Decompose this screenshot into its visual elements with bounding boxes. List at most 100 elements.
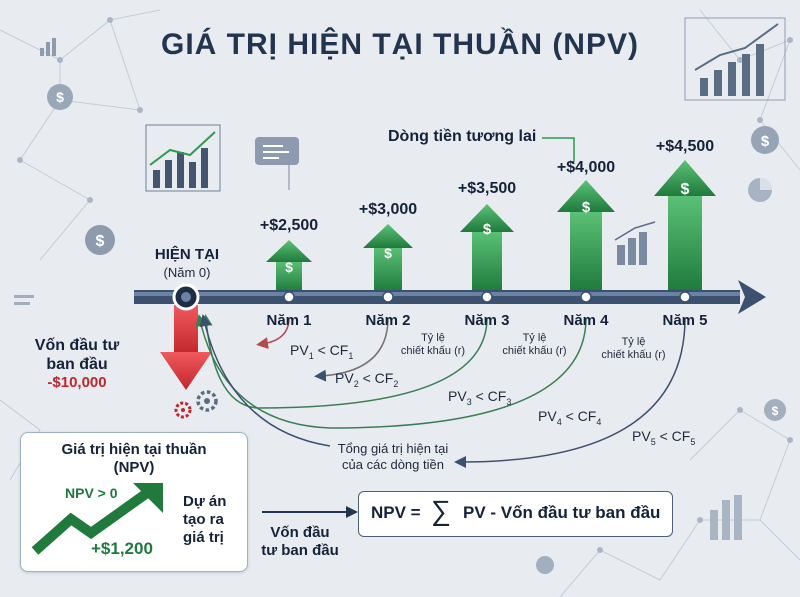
project-value-label: Dự án tạo ra giá trị	[183, 493, 226, 547]
present-label: HIỆN TẠI	[154, 246, 220, 263]
cf-subscript: 3	[506, 396, 512, 407]
formula-lhs: NPV =	[371, 503, 421, 522]
discount-rate-label-4: Tỷ lệ chiết khấu (r)	[586, 336, 681, 362]
year-label-2: Năm 2	[365, 312, 411, 329]
cashflow-arrow-year-1: $	[266, 240, 312, 292]
mini-bars-icon	[40, 38, 56, 56]
svg-text:$: $	[772, 404, 779, 418]
formula-arrow	[262, 506, 358, 518]
project-line-2: tạo ra	[183, 511, 224, 528]
discount-curve-1	[256, 317, 290, 350]
pv-text: PV	[538, 408, 557, 424]
less-than: <	[362, 370, 371, 386]
year-label-5: Năm 5	[662, 312, 708, 329]
discount-rate-text: Tỷ lệ	[522, 332, 547, 344]
present-node	[172, 283, 200, 311]
bottom-investment-label: Vốn đầu tư ban đầu	[252, 524, 348, 560]
bar-chart-icon	[145, 124, 221, 192]
year-label-4: Năm 4	[563, 312, 609, 329]
cf-text: CF	[329, 342, 349, 358]
discount-curve-5	[454, 317, 686, 468]
bottom-investment-line-1: Vốn đầu	[270, 524, 330, 541]
cash-amount-year-2: +$3,000	[358, 201, 418, 218]
svg-text:$: $	[761, 133, 770, 150]
cf-subscript: 1	[348, 350, 354, 361]
pv-cf-label-1: PV1 < CF1	[290, 342, 353, 361]
pv-cf-label-2: PV2 < CF2	[335, 370, 398, 389]
pie-chart-icon	[748, 178, 772, 202]
pv-text: PV	[632, 428, 651, 444]
investment-amount: -$10,000	[47, 374, 107, 391]
npv-result-card: Giá trị hiện tại thuần (NPV) NPV > 0 +$1…	[20, 432, 248, 572]
discount-rate-text: chiết khấu (r)	[601, 349, 666, 361]
less-than: <	[565, 408, 574, 424]
less-than: <	[317, 342, 326, 358]
document-icon	[255, 137, 299, 190]
npv-formula: NPV = ∑ PV - Vốn đầu tư ban đầu	[358, 491, 673, 537]
cf-text: CF	[577, 408, 597, 424]
cf-subscript: 5	[690, 436, 696, 447]
npv-value: +$1,200	[91, 539, 153, 558]
formula-rhs: PV - Vốn đầu tư ban đầu	[463, 503, 661, 522]
cashflow-arrow-year-3: $	[460, 204, 514, 292]
cf-text: CF	[487, 388, 507, 404]
bottom-investment-line-2: tư ban đầu	[261, 542, 339, 559]
npv-card-title: Giá trị hiện tại thuần	[61, 441, 207, 458]
project-line-3: giá trị	[183, 529, 224, 546]
pv-text: PV	[290, 342, 309, 358]
pv-text: PV	[448, 388, 467, 404]
svg-text:$: $	[384, 245, 392, 261]
page-title: GIÁ TRỊ HIỆN TẠI THUẦN (NPV)	[161, 28, 639, 61]
small-chart-icon	[614, 221, 656, 265]
svg-text:$: $	[285, 259, 293, 275]
investment-label: Vốn đầu tư ban đầu	[12, 336, 142, 374]
cashflow-arrow-year-2: $	[363, 224, 413, 292]
cf-subscript: 2	[393, 378, 399, 389]
svg-text:$: $	[483, 221, 492, 238]
pv-subscript: 2	[353, 378, 359, 389]
npv-condition: NPV > 0	[65, 485, 118, 501]
cashflow-arrow-year-5: $	[654, 160, 716, 292]
discount-curve-3	[200, 314, 488, 409]
cf-text: CF	[374, 370, 394, 386]
pv-cf-label-5: PV5 < CF5	[632, 428, 695, 447]
cash-amount-year-4: +$4,000	[556, 159, 616, 176]
svg-text:$: $	[56, 89, 64, 105]
less-than: <	[659, 428, 668, 444]
gear-icon	[174, 390, 218, 419]
svg-text:$: $	[96, 233, 105, 250]
cash-amount-year-3: +$3,500	[457, 180, 517, 197]
sigma-symbol: ∑	[431, 495, 451, 526]
total-pv-line-2: của các dòng tiền	[342, 457, 444, 472]
investment-label-line-1: Vốn đầu tư	[34, 337, 120, 354]
pv-subscript: 4	[556, 416, 562, 427]
cash-amount-year-5: +$4,500	[655, 138, 715, 155]
cash-amount-year-1: +$2,500	[259, 217, 319, 234]
discount-rate-text: chiết khấu (r)	[400, 345, 466, 357]
year-label-3: Năm 3	[464, 312, 510, 329]
project-line-1: Dự án	[183, 493, 227, 510]
npv-card-subtitle: (NPV)	[113, 459, 155, 476]
discount-curve-2	[314, 317, 389, 382]
growth-arrow-icon	[31, 483, 163, 555]
discount-curve-4	[195, 314, 587, 429]
pv-cf-label-4: PV4 < CF4	[538, 408, 601, 427]
less-than: <	[475, 388, 484, 404]
total-pv-label: Tổng giá trị hiện tại của các dòng tiền	[318, 441, 468, 473]
total-pv-line-1: Tổng giá trị hiện tại	[337, 441, 449, 456]
year-nodes	[283, 291, 691, 303]
svg-text:$: $	[582, 199, 591, 216]
bottom-chart-icon	[710, 495, 742, 540]
present-sublabel: (Năm 0)	[163, 265, 211, 280]
discount-rate-text: chiết khấu (r)	[502, 345, 567, 357]
pv-subscript: 3	[466, 396, 472, 407]
cf-subscript: 4	[596, 416, 602, 427]
investment-label-line-2: ban đầu	[46, 356, 108, 373]
pv-subscript: 1	[308, 350, 314, 361]
investment-down-arrow	[160, 305, 212, 390]
pv-subscript: 5	[650, 436, 656, 447]
discount-rate-text: Tỷ lệ	[421, 332, 445, 344]
year-label-1: Năm 1	[266, 312, 312, 329]
